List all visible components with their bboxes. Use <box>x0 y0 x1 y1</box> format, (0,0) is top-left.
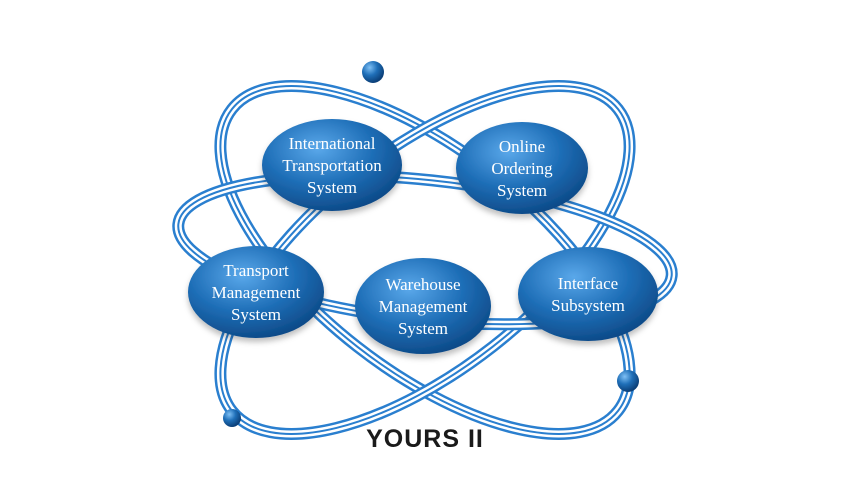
node-transport-label-line: Management <box>212 283 301 302</box>
node-interface-label-line: Interface <box>558 274 618 293</box>
orbit-ball-left <box>223 409 241 427</box>
node-warehouse-label-line: System <box>398 319 448 338</box>
node-international-label-line: Transportation <box>282 156 382 175</box>
node-online-label-line: System <box>497 181 547 200</box>
diagram-caption: YOURS II <box>366 425 484 453</box>
node-warehouse-label-line: Management <box>379 297 468 316</box>
node-international-ellipse <box>262 119 402 211</box>
node-transport-ellipse <box>188 246 324 338</box>
node-transport-label-line: Transport <box>223 261 289 280</box>
node-international-label-line: System <box>307 178 357 197</box>
node-international-label-line: International <box>289 134 376 153</box>
orbit-ball-top <box>362 61 384 83</box>
node-warehouse-label-line: Warehouse <box>385 275 460 294</box>
node-online-label-line: Online <box>499 137 545 156</box>
node-transport-label-line: System <box>231 305 281 324</box>
node-interface-ellipse <box>518 247 658 341</box>
orbit-ball-right <box>617 370 639 392</box>
system-nodes: InternationalTransportationSystemOnlineO… <box>188 119 658 354</box>
node-online-label-line: Ordering <box>491 159 553 178</box>
node-warehouse-ellipse <box>355 258 491 354</box>
orbit-balls <box>223 61 639 427</box>
node-online-ellipse <box>456 122 588 214</box>
node-interface-label-line: Subsystem <box>551 296 625 315</box>
